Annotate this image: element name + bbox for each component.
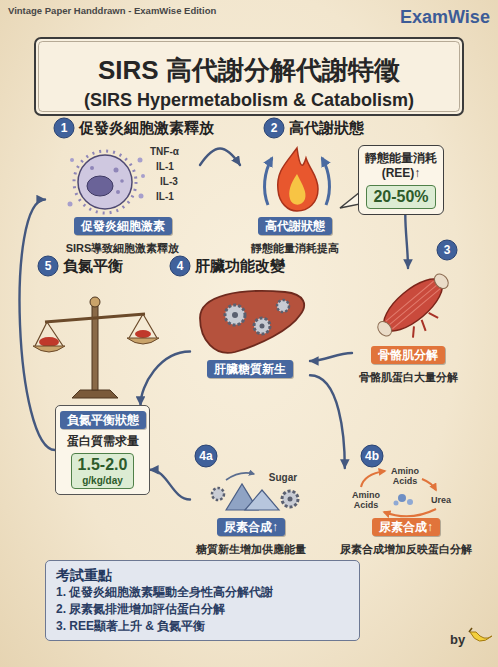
- callout-number: 1: [61, 121, 68, 135]
- callout-number: 4b: [365, 449, 379, 463]
- cytokine-name: IL-1: [156, 191, 174, 203]
- info-panel: 負氮平衡狀態蛋白質需求量 1.5-2.0g/kg/day: [55, 405, 150, 495]
- section-heading: 肝臟功能改變: [195, 258, 285, 274]
- brand-name: ExamWise: [400, 6, 490, 28]
- process-stage: 促發炎細胞激素 SIRS導致細胞激素釋放: [45, 142, 200, 257]
- process-stage: 尿素合成↑ 糖質新生增加供應能量: [190, 468, 312, 558]
- banana-icon: [469, 628, 492, 641]
- flow-arrow: [405, 215, 408, 268]
- title-frame: [35, 38, 463, 115]
- section-heading: 負氮平衡: [63, 258, 123, 274]
- callout-number: 3: [444, 243, 451, 257]
- process-stage: 尿素合成↑ 尿素合成增加反映蛋白分解: [338, 468, 474, 558]
- notes-item: 2. 尿素氮排泄增加評估蛋白分解: [56, 601, 349, 618]
- panel-text: 蛋白質需求量: [67, 434, 139, 449]
- cytokine-name: IL-1: [156, 161, 174, 173]
- callout-text: 靜態能量消耗 (REE)↑: [363, 151, 439, 181]
- flow-arrow: [310, 375, 345, 468]
- section-heading: 高代謝狀態: [289, 120, 364, 136]
- stage-caption: 靜態能量消耗提高: [251, 241, 339, 255]
- stage-caption: 骨骼肌蛋白大量分解: [359, 370, 458, 384]
- stage-label: 高代謝狀態: [258, 217, 332, 235]
- stage-label: 肝臟糖質新生: [207, 360, 293, 378]
- liver-illustration: [200, 291, 304, 353]
- callout-number: 4: [177, 259, 184, 273]
- stage-label: 促發炎細胞激素: [74, 217, 172, 235]
- notes-box: 考試重點1. 促發炎細胞激素驅動全身性高分解代謝2. 尿素氮排泄增加評估蛋白分解…: [45, 560, 360, 641]
- callout-number: 4a: [199, 449, 212, 463]
- flow-arrow: [310, 353, 352, 361]
- unit-text: g/kg/day: [78, 475, 128, 487]
- stage-label: 尿素合成↑: [217, 518, 285, 536]
- icon-label: Sugar: [269, 472, 297, 484]
- flame-icon: [265, 148, 330, 211]
- value-text: 1.5-2.0: [78, 455, 128, 475]
- diagram-title: SIRS 高代謝分解代謝特徵: [40, 54, 458, 86]
- callout-box: 靜態能量消耗 (REE)↑ 20-50%: [358, 145, 444, 215]
- stage-label: 尿素合成↑: [372, 518, 440, 536]
- icon-label: Amino Acids: [349, 490, 383, 510]
- muscle-illustration: [370, 266, 464, 354]
- immune-cell: [68, 151, 146, 213]
- stage-label: 骨骼肌分解: [371, 346, 445, 364]
- value-box: 20-50%: [366, 185, 435, 209]
- icon-label: Urea: [431, 495, 451, 505]
- callout-tail: [340, 192, 360, 208]
- callout-circles: [38, 118, 457, 467]
- sugar-icon: [212, 473, 298, 510]
- notes-item: 1. 促發炎細胞激素驅動全身性高分解代謝: [56, 584, 349, 601]
- flow-arrow: [200, 149, 240, 166]
- process-stage: 骨骼肌分解骨骼肌蛋白大量分解: [352, 268, 464, 386]
- section-heading: 促發炎細胞激素釋放: [79, 120, 214, 136]
- flow-arrow: [150, 470, 190, 500]
- icon-label: Amino Acids: [388, 466, 422, 486]
- flow-arrow: [20, 200, 55, 451]
- value-text: 20-50%: [373, 187, 428, 207]
- panel-tab: 負氮平衡狀態: [60, 411, 146, 429]
- cytokine-name: IL-3: [160, 176, 178, 188]
- flow-arrow: [141, 352, 191, 406]
- signature: by: [450, 632, 465, 647]
- balance-scale: [33, 297, 159, 398]
- callout-number: 5: [45, 259, 52, 273]
- notes-item: 3. REE顯著上升 & 負氮平衡: [56, 618, 349, 635]
- header-note: Vintage Paper Handdrawn - ExamWise Editi…: [8, 5, 216, 17]
- value-box: 1.5-2.0g/kg/day: [71, 453, 135, 489]
- process-stage: 高代謝狀態靜態能量消耗提高: [240, 142, 350, 257]
- notes-heading: 考試重點: [56, 566, 349, 584]
- stage-caption: 糖質新生增加供應能量: [196, 542, 306, 556]
- process-stage: 肝臟糖質新生: [190, 285, 310, 380]
- cytokine-name: TNF-α: [150, 146, 179, 158]
- stage-caption: SIRS導致細胞激素釋放: [66, 241, 180, 255]
- subtitle: (SIRS Hypermetabolism & Catabolism): [84, 89, 414, 111]
- stage-caption: 尿素合成增加反映蛋白分解: [340, 542, 472, 556]
- callout-number: 2: [271, 121, 278, 135]
